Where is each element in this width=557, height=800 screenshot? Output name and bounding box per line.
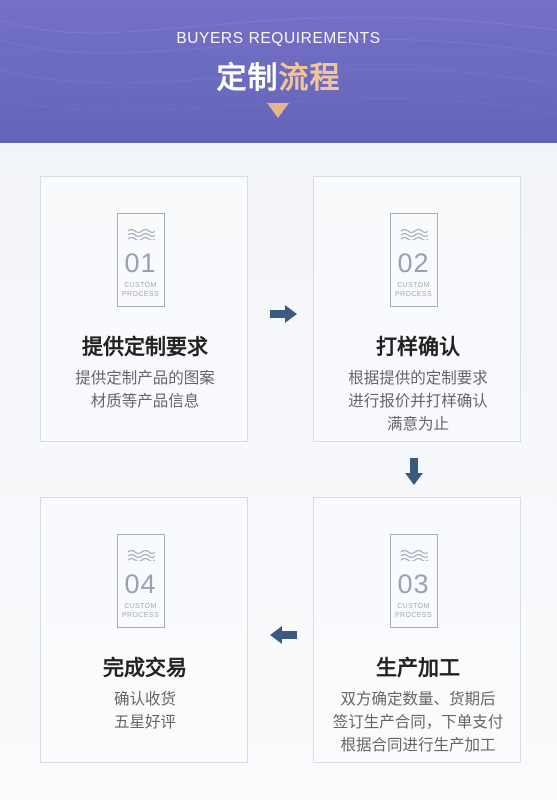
step-title: 生产加工 — [376, 656, 460, 680]
title-part-white: 定制 — [216, 61, 279, 96]
title-part-gold: 流程 — [278, 61, 341, 96]
step-description: 根据提供的定制要求 进行报价并打样确认 满意为止 — [348, 369, 488, 433]
wave-lines-decoration — [0, 16, 557, 116]
wave-icon — [127, 549, 155, 561]
triangle-down-icon — [267, 103, 289, 118]
arrow-down-icon — [405, 458, 423, 485]
step-number: 02 — [397, 248, 430, 278]
step-number: 04 — [124, 569, 157, 599]
step-title: 完成交易 — [103, 656, 187, 680]
arrow-right-icon — [270, 305, 297, 323]
wave-icon — [127, 228, 155, 240]
arrow-left-icon — [270, 626, 297, 644]
page-title: 定制流程 — [0, 53, 557, 97]
wave-icon — [400, 228, 428, 240]
step-description: 提供定制产品的图案 材质等产品信息 — [75, 369, 215, 410]
step-description: 确认收货 五星好评 — [113, 690, 176, 731]
step-number: 03 — [397, 569, 430, 599]
step-description: 双方确定数量、货期后 签订生产合同，下单支付 根据合同进行生产加工 — [332, 690, 504, 754]
step-number: 01 — [124, 248, 157, 278]
step-title: 打样确认 — [376, 335, 460, 359]
header-subtitle: BUYERS REQUIREMENTS — [176, 30, 381, 47]
step-title: 提供定制要求 — [82, 335, 208, 359]
wave-icon — [400, 549, 428, 561]
header-banner: BUYERS REQUIREMENTS 定制流程 — [0, 0, 557, 143]
